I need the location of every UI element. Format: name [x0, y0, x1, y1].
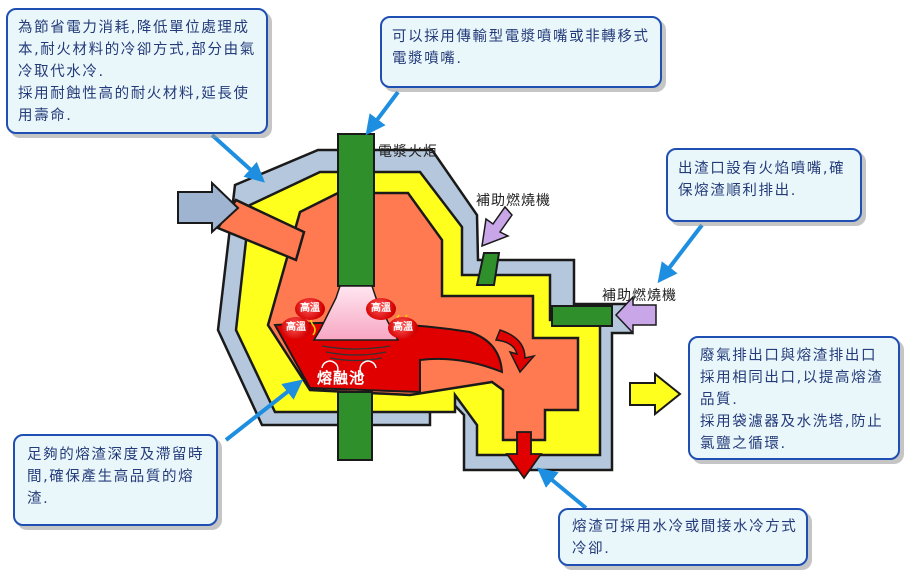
callout-slag-tap-burner: 出渣口設有火焰噴嘴,確保熔渣順利排出.	[666, 148, 862, 222]
high-temp-badge: 高溫	[281, 317, 311, 339]
melt-pool-label: 熔融池	[317, 369, 366, 387]
burner-arrow-right	[614, 295, 657, 335]
callout-pointers	[210, 90, 704, 510]
slag-out-arrow	[505, 431, 543, 480]
aux-burner-right-label: 補助燃燒機	[602, 288, 677, 304]
aux-burner-right	[551, 305, 613, 327]
high-temp-badge: 高溫	[366, 298, 396, 320]
callout-text: 出渣口設有火焰噴嘴,確保熔渣順利排出.	[678, 161, 846, 199]
plasma-torch	[337, 133, 375, 287]
callout-text: 可以採用傳輸型電漿噴嘴或非轉移式電漿噴嘴.	[392, 29, 650, 67]
exhaust-arrow	[629, 371, 682, 417]
high-temp-badge: 高溫	[295, 298, 325, 320]
flame-lines	[321, 345, 391, 362]
callout-text: 為節省電力消耗,降低單位處理成本,耐火材料的冷卻方式,部分由氣冷取代水冷.	[18, 20, 256, 80]
feed-arrow	[177, 180, 240, 235]
callout-exhaust-slag-outlet: 廢氣排出口與熔渣排出口採用相同出口,以提高熔渣品質. 採用袋濾器及水洗塔,防止氯…	[688, 336, 900, 460]
melt-swirls	[321, 360, 377, 377]
callout-slag-cooling: 熔渣可採用水冷或間接水冷方式冷卻.	[558, 508, 808, 566]
bottom-electrode	[337, 391, 373, 461]
aux-burner-top-label: 補助燃燒機	[476, 193, 551, 209]
aux-burner-top	[475, 252, 501, 286]
callout-refractory-cooling: 為節省電力消耗,降低單位處理成本,耐火材料的冷卻方式,部分由氣冷取代水冷. 採用…	[6, 8, 268, 134]
callout-text: 廢氣排出口與熔渣排出口採用相同出口,以提高熔渣品質.	[700, 348, 884, 408]
flow-arrow-curve	[494, 329, 537, 374]
callout-text: 採用耐蝕性高的耐火材料,延長使用壽命.	[18, 86, 250, 124]
callout-text: 足夠的熔渣深度及滯留時間,確保產生高品質的熔渣.	[27, 447, 205, 507]
callout-slag-depth: 足夠的熔渣深度及滯留時間,確保產生高品質的熔渣.	[13, 434, 218, 526]
callout-plasma-nozzle: 可以採用傳輸型電漿噴嘴或非轉移式電漿噴嘴.	[380, 16, 662, 88]
high-temp-badge: 高溫	[388, 317, 418, 339]
callout-text: 熔渣可採用水冷或間接水冷方式冷卻.	[572, 519, 798, 557]
callout-text: 採用袋濾器及水洗塔,防止氯鹽之循環.	[700, 414, 884, 452]
plasma-flame	[312, 285, 400, 341]
plasma-torch-label: 電漿火炬	[378, 144, 438, 160]
burner-arrow-top	[481, 205, 513, 248]
